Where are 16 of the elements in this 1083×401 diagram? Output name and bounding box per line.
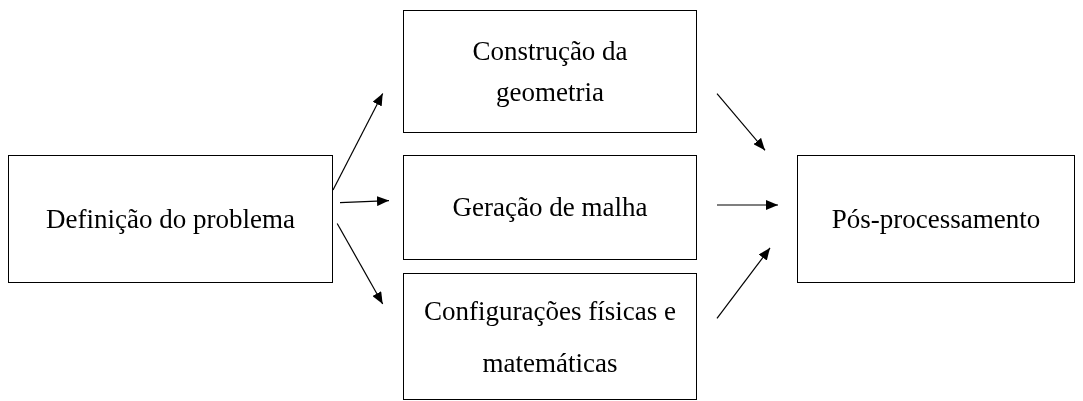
process-box <box>403 10 697 133</box>
arrow <box>339 196 390 207</box>
arrow <box>332 92 384 191</box>
arrow <box>716 247 771 319</box>
process-box <box>403 273 697 400</box>
process-box <box>403 155 697 260</box>
arrow <box>336 222 384 305</box>
process-box <box>8 155 333 283</box>
process-box <box>797 155 1075 283</box>
box-label: Configurações físicas e matemáticas <box>423 294 677 380</box>
box-label: Geração de malha <box>452 191 648 225</box>
box-label: Definição do problema <box>46 202 295 236</box>
arrow <box>716 200 779 210</box>
arrow <box>716 93 766 151</box>
box-label: Pós-processamento <box>831 202 1041 236</box>
box-label: Construção da geometria <box>471 35 629 109</box>
